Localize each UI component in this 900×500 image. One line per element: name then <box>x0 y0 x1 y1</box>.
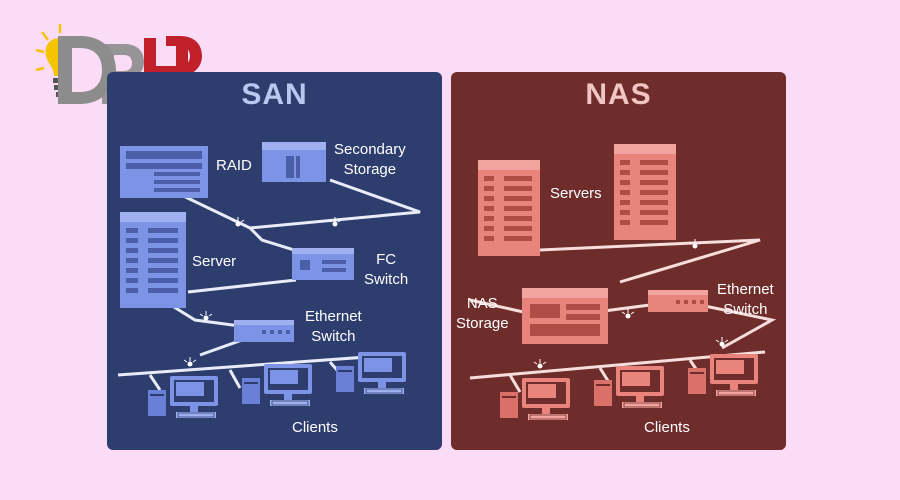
raid-label: RAID <box>216 157 252 174</box>
san-ethernet-switch-icon <box>234 320 294 342</box>
san-clients-label: Clients <box>292 419 338 436</box>
secondary-storage-label: Secondary Storage <box>334 141 406 178</box>
servers-icon-left <box>478 160 540 256</box>
san-ethernet-switch-label: Ethernet Switch <box>305 308 362 345</box>
nas-ethernet-switch-icon <box>648 290 708 312</box>
nas-storage-label: NAS Storage <box>456 295 509 332</box>
nas-storage-icon <box>522 288 608 344</box>
servers-label: Servers <box>550 185 602 202</box>
logo-letter-p <box>166 36 202 76</box>
server-label: Server <box>192 253 237 270</box>
raid-storage-icon <box>120 146 208 198</box>
san-title: SAN <box>241 78 308 111</box>
servers-icon-right <box>614 144 676 240</box>
nas-clients-label: Clients <box>644 419 690 436</box>
nas-title: NAS <box>585 78 652 111</box>
fc-switch-label: FC Switch <box>364 251 409 288</box>
secondary-storage-icon <box>262 142 326 182</box>
fc-switch-icon <box>292 248 354 280</box>
server-icon <box>120 212 186 308</box>
nas-ethernet-switch-label: Ethernet Switch <box>717 281 774 318</box>
logo-letter-d <box>58 36 116 104</box>
